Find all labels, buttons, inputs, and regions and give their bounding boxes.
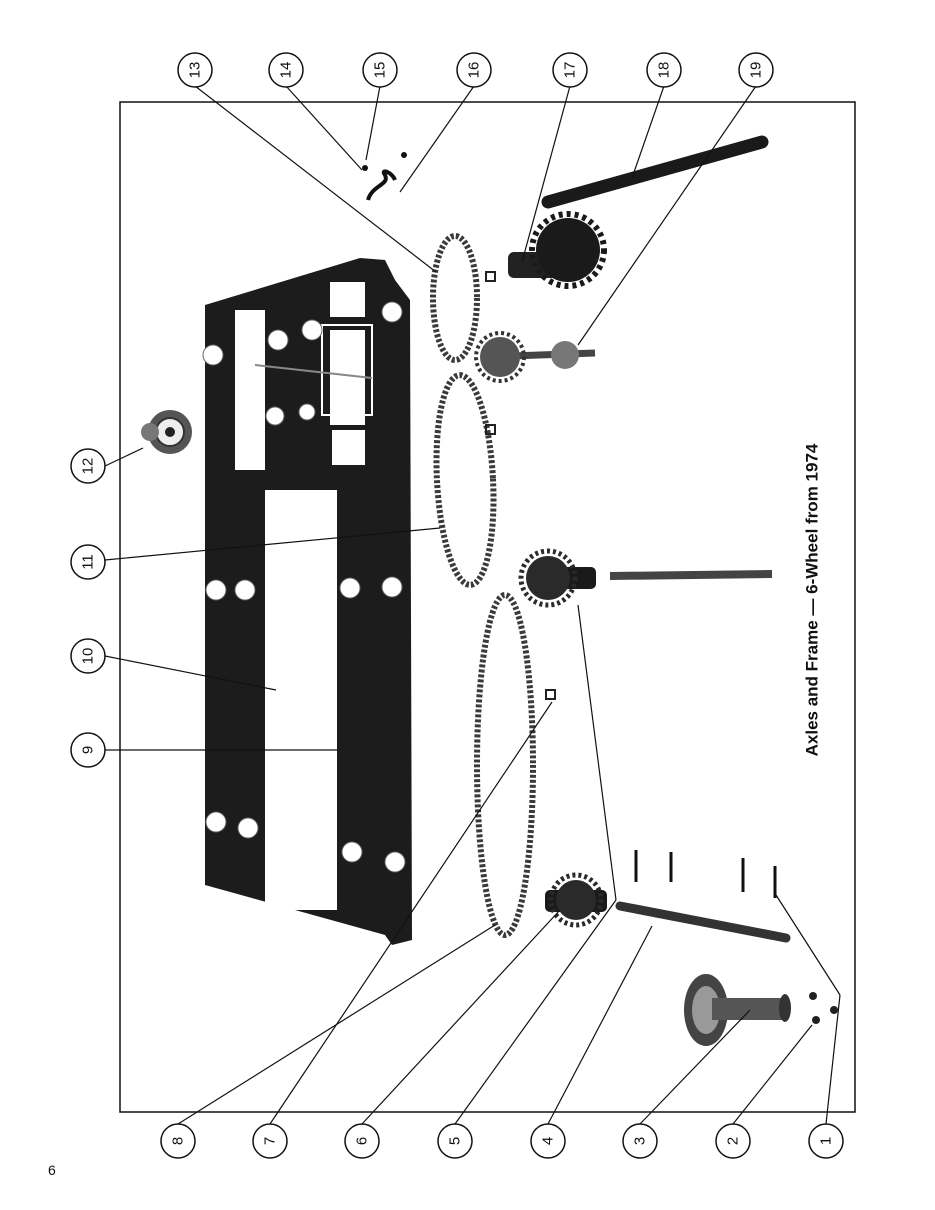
- callout-14: 14: [268, 52, 304, 88]
- axle-item-18: [541, 135, 769, 209]
- nuts-item-2: [809, 992, 838, 1024]
- svg-text:7: 7: [262, 1137, 279, 1145]
- callout-2: 2: [715, 1123, 751, 1159]
- leader-lines: [104, 85, 841, 1125]
- callout-13: 13: [177, 52, 213, 88]
- svg-text:6: 6: [354, 1137, 371, 1145]
- callout-3: 3: [622, 1123, 658, 1159]
- frame-chassis: [202, 258, 412, 945]
- callout-11: 11: [70, 544, 106, 580]
- callout-15: 15: [362, 52, 398, 88]
- diagram-border: [119, 101, 856, 1113]
- svg-text:16: 16: [466, 62, 483, 79]
- gear-axle-item-19: [474, 331, 596, 383]
- callout-10: 10: [70, 638, 106, 674]
- svg-text:1: 1: [818, 1137, 835, 1145]
- chain-item-8: [474, 592, 536, 938]
- svg-text:17: 17: [562, 62, 579, 79]
- spring-and-pins: [362, 152, 407, 201]
- page-number: 6: [48, 1162, 56, 1178]
- diagram-caption: Axles and Frame — 6-Wheel from 1974: [803, 443, 822, 756]
- svg-text:4: 4: [540, 1137, 557, 1145]
- svg-text:15: 15: [372, 62, 389, 79]
- callout-7: 7: [252, 1123, 288, 1159]
- callouts: 8 7 6 5 4 3 2 1 9 10 11 12 13 14 15 16 1…: [70, 52, 844, 1159]
- callout-17: 17: [552, 52, 588, 88]
- svg-text:2: 2: [725, 1137, 742, 1145]
- callout-8: 8: [160, 1123, 196, 1159]
- callout-6: 6: [344, 1123, 380, 1159]
- link-clip-c: [545, 689, 556, 700]
- callout-16: 16: [456, 52, 492, 88]
- callout-5: 5: [437, 1123, 473, 1159]
- svg-text:9: 9: [80, 746, 97, 754]
- svg-text:14: 14: [278, 62, 295, 79]
- link-clip-b: [485, 424, 496, 435]
- sprocket-item-17: [508, 211, 607, 289]
- sprocket-item-6: [545, 872, 607, 928]
- callout-4: 4: [530, 1123, 566, 1159]
- chain-item-11: [433, 372, 497, 588]
- svg-text:5: 5: [447, 1137, 464, 1145]
- callout-12: 12: [70, 448, 106, 484]
- callout-18: 18: [646, 52, 682, 88]
- gear-item-12: [141, 410, 192, 454]
- wheel-hub-item-3: [684, 974, 791, 1046]
- svg-text:19: 19: [748, 62, 765, 79]
- axle-item-4: [615, 901, 791, 943]
- svg-text:18: 18: [656, 62, 673, 79]
- svg-text:11: 11: [80, 554, 97, 570]
- svg-text:8: 8: [170, 1137, 187, 1145]
- svg-text:10: 10: [80, 648, 97, 665]
- callout-9: 9: [70, 732, 106, 768]
- svg-text:12: 12: [80, 458, 97, 475]
- svg-text:13: 13: [187, 62, 204, 79]
- pins-item-1: [634, 850, 777, 898]
- callout-1: 1: [808, 1123, 844, 1159]
- svg-text:3: 3: [632, 1137, 649, 1145]
- link-clip-a: [485, 271, 496, 282]
- callout-19: 19: [738, 52, 774, 88]
- middle-axle: [518, 548, 773, 608]
- chain-item-13: [430, 233, 480, 363]
